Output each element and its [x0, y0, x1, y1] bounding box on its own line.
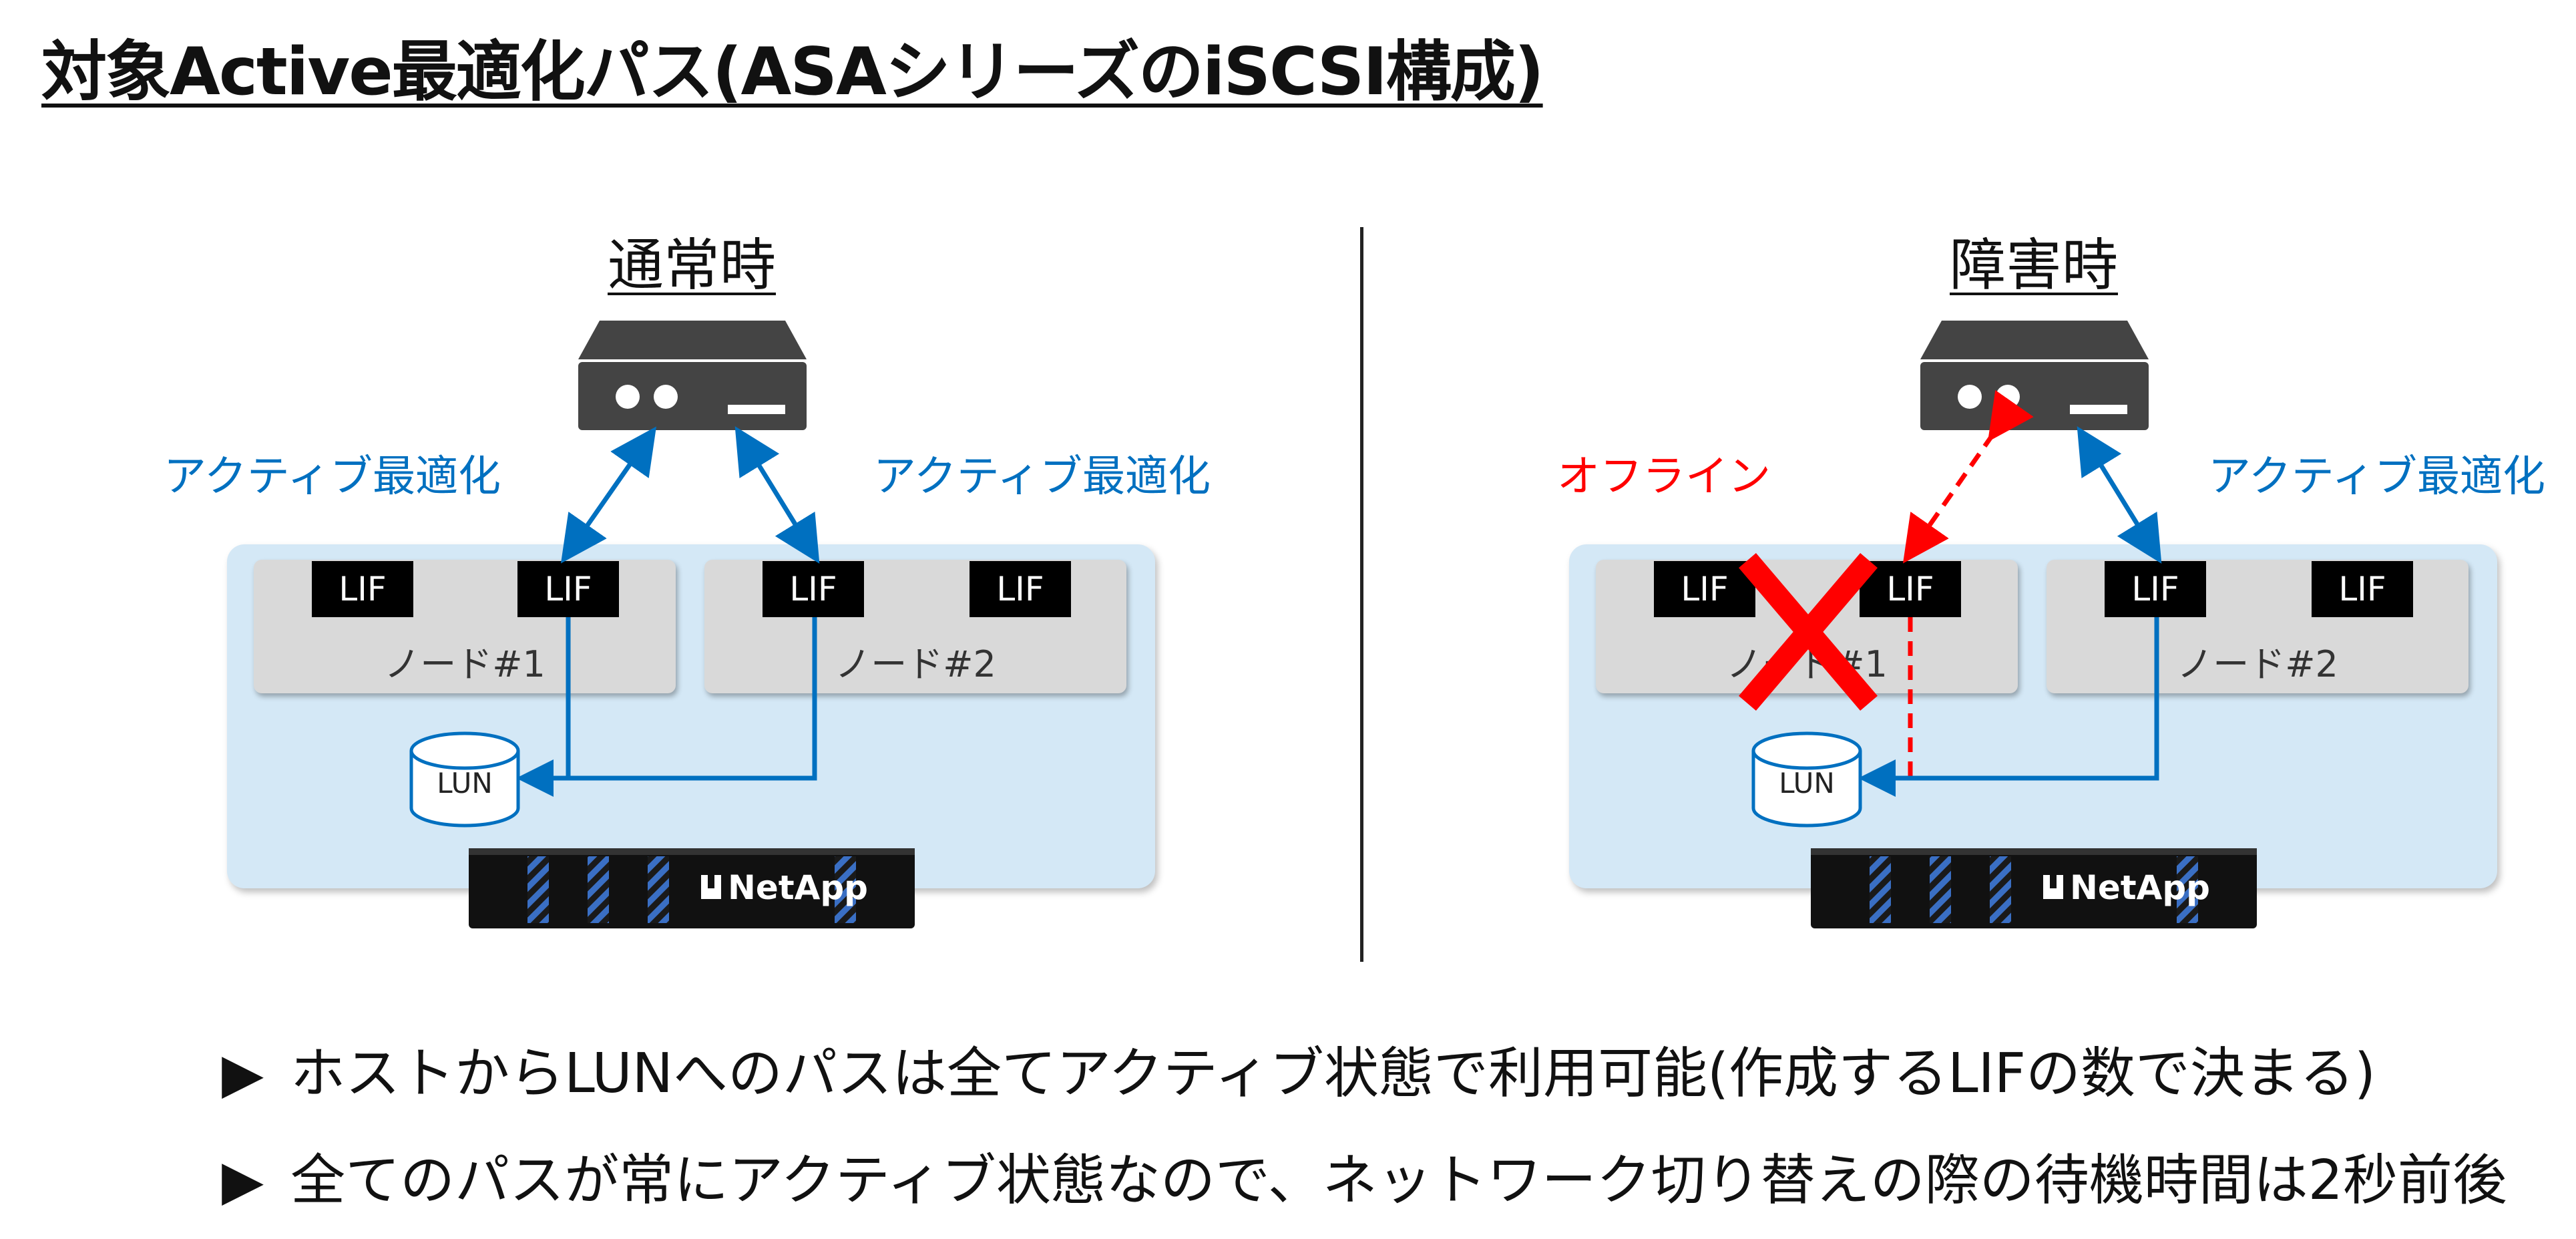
- brand-logo-failure: NetApp: [2070, 868, 2210, 907]
- lif-n2a-failure: LIF: [2105, 561, 2206, 617]
- bullet-1-text: ホストからLUNへのパスは全てアクティブ状態で利用可能(作成するLIFの数で決ま…: [290, 1042, 2376, 1105]
- lif-n1b-normal: LIF: [517, 561, 619, 617]
- lun-path-left-2: [568, 617, 817, 781]
- triangle-right-icon: ▶: [222, 1042, 264, 1105]
- server-icon: [578, 321, 807, 430]
- lif-n1a-normal: LIF: [312, 561, 413, 617]
- node-2-label-failure: ノード#2: [2177, 643, 2338, 685]
- heading-failure: 障害時: [1949, 232, 2119, 298]
- database-cylinder-icon: [1751, 731, 1862, 828]
- lun-path-right-2: [1858, 617, 2159, 797]
- lun-label-failure: LUN: [1779, 767, 1835, 800]
- node-1-label-normal: ノード#1: [384, 643, 546, 685]
- page-title: 対象Active最適化パス(ASAシリーズのiSCSI構成): [41, 34, 1544, 110]
- lif-n1b-failure: LIF: [1860, 561, 1961, 617]
- storage-array-icon: [469, 848, 915, 928]
- lun-path-left-1: [516, 617, 571, 797]
- node-2-label-normal: ノード#2: [835, 643, 996, 685]
- bullet-2: ▶ 全てのパスが常にアクティブ状態なので、ネットワーク切り替えの際の待機時間は2秒…: [222, 1135, 2507, 1215]
- bullet-1: ▶ ホストからLUNへのパスは全てアクティブ状態で利用可能(作成するLIFの数で決…: [222, 1029, 2376, 1108]
- triangle-right-icon: ▶: [222, 1149, 264, 1212]
- brand-logo-normal: NetApp: [728, 868, 868, 907]
- path-label-left-1: アクティブ最適化: [164, 452, 501, 502]
- path-arrow-right-2: [2077, 426, 2162, 564]
- path-arrow-offline: [1902, 390, 2034, 564]
- storage-array-icon: [1811, 848, 2257, 928]
- x-mark-icon: [1739, 553, 1878, 711]
- lun-label-normal: LUN: [437, 767, 493, 800]
- lif-n2b-failure: LIF: [2312, 561, 2413, 617]
- path-arrow-left-2: [734, 426, 820, 564]
- path-label-right: アクティブ最適化: [2208, 452, 2545, 502]
- lif-n2a-normal: LIF: [763, 561, 864, 617]
- bullet-2-text: 全てのパスが常にアクティブ状態なので、ネットワーク切り替えの際の待機時間は2秒前…: [290, 1149, 2507, 1212]
- path-label-left-2: アクティブ最適化: [873, 452, 1211, 502]
- path-arrow-left-1: [560, 426, 657, 564]
- server-icon: [1920, 321, 2149, 430]
- database-cylinder-icon: [409, 731, 520, 828]
- heading-normal: 通常時: [607, 232, 777, 298]
- divider: [1360, 227, 1363, 962]
- lif-n2b-normal: LIF: [970, 561, 1071, 617]
- lif-n1a-failure: LIF: [1654, 561, 1755, 617]
- path-label-offline: オフライン: [1557, 452, 1771, 502]
